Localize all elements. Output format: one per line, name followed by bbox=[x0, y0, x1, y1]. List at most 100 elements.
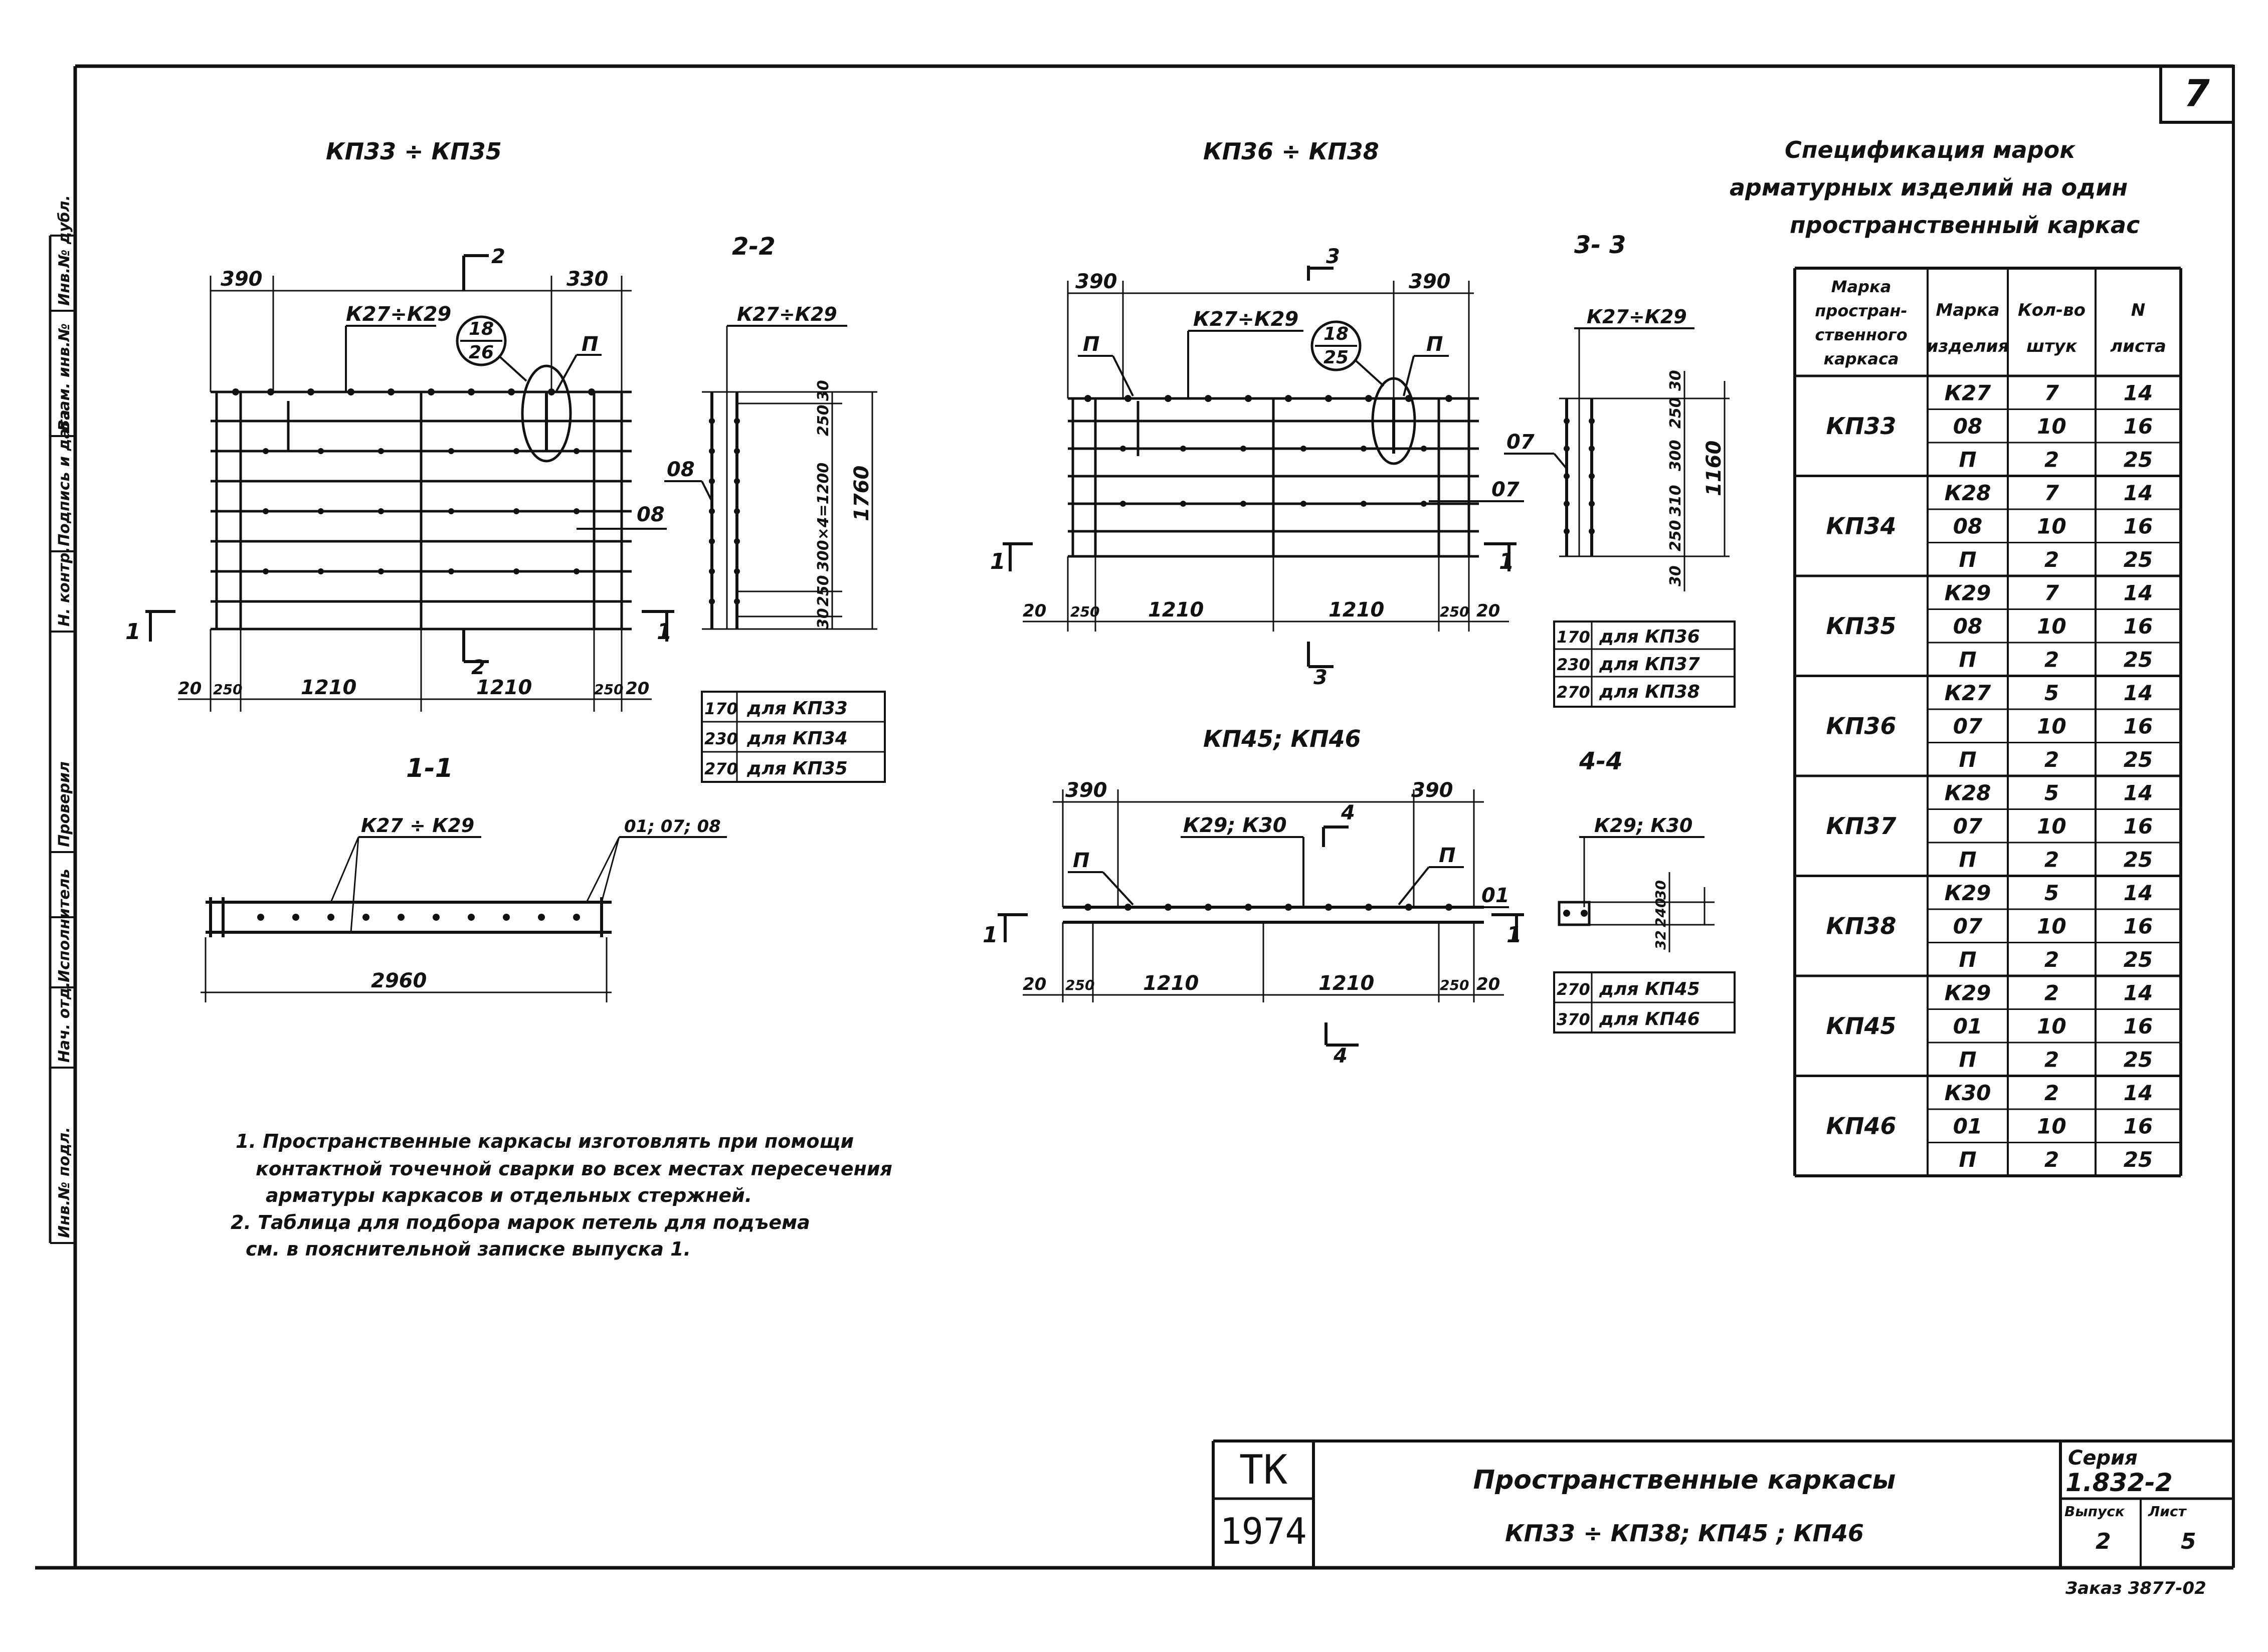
svg-text:2: 2 bbox=[491, 245, 505, 268]
table-cell: К28 bbox=[1945, 481, 1991, 505]
table-header: простран- bbox=[1815, 301, 1907, 320]
table-cell: 16 bbox=[2124, 814, 2153, 839]
svg-text:для КП33: для КП33 bbox=[746, 698, 848, 719]
svg-text:для КП34: для КП34 bbox=[746, 728, 848, 749]
note-line: см. в пояснительной записке выпуска 1. bbox=[246, 1238, 691, 1260]
table-cell: 5 bbox=[2044, 881, 2059, 905]
svg-text:для КП36: для КП36 bbox=[1599, 627, 1700, 647]
table-cell: П bbox=[1959, 448, 1976, 472]
table-header: изделия bbox=[1927, 336, 2009, 356]
table-cell: 10 bbox=[2037, 614, 2066, 639]
strip-label: Н. контр. bbox=[56, 547, 73, 627]
svg-text:1760: 1760 bbox=[850, 466, 873, 521]
svg-text:1160: 1160 bbox=[1703, 441, 1726, 496]
svg-text:30: 30 bbox=[815, 380, 832, 401]
table-cell: 16 bbox=[2124, 714, 2153, 739]
table-cell: 2 bbox=[2044, 448, 2059, 472]
table-cell: 14 bbox=[2124, 681, 2153, 705]
table-cell: 2 bbox=[2044, 547, 2059, 572]
table-cell: 2 bbox=[2044, 848, 2059, 872]
table-cell: 01 bbox=[1953, 1014, 1982, 1039]
table-cell: П bbox=[1959, 547, 1976, 572]
table-header: Марка bbox=[1831, 277, 1892, 296]
table-cell: 25 bbox=[2124, 648, 2153, 672]
table-cell: 16 bbox=[2124, 414, 2153, 439]
svg-text:250: 250 bbox=[815, 575, 832, 606]
table-cell: 2 bbox=[2044, 648, 2059, 672]
frame-callout: К27÷К29 bbox=[737, 303, 837, 325]
table-cell: 2 bbox=[2044, 1081, 2059, 1105]
table-cell: К27 bbox=[1945, 381, 1992, 405]
position-number: 18 bbox=[469, 319, 494, 339]
table-cell: 07 bbox=[1953, 914, 1983, 939]
table-cell: 10 bbox=[2037, 914, 2066, 939]
table-cell: 7 bbox=[2044, 581, 2059, 605]
position-number: 18 bbox=[1324, 324, 1349, 344]
table-cell: 10 bbox=[2037, 414, 2066, 439]
svg-text:390: 390 bbox=[1409, 270, 1451, 293]
svg-text:30: 30 bbox=[1667, 565, 1684, 586]
svg-text:250: 250 bbox=[1440, 603, 1469, 620]
sheet-number: 7 bbox=[2184, 72, 2210, 115]
loop-callout: П bbox=[1073, 849, 1089, 872]
svg-text:20: 20 bbox=[178, 679, 202, 699]
svg-text:1: 1 bbox=[983, 922, 998, 948]
svg-text:20: 20 bbox=[626, 679, 649, 699]
section-title: 2-2 bbox=[732, 233, 776, 261]
table-cell: К29 bbox=[1945, 981, 1991, 1005]
svg-text:1210: 1210 bbox=[301, 676, 356, 699]
svg-text:250: 250 bbox=[594, 681, 623, 698]
table-cell: П bbox=[1959, 1048, 1976, 1072]
rod-callout: 07 bbox=[1491, 478, 1520, 501]
svg-text:1210: 1210 bbox=[1329, 598, 1384, 622]
svg-text:1210: 1210 bbox=[1318, 972, 1374, 995]
table-cell: КП38 bbox=[1826, 912, 1896, 939]
table-cell: 2 bbox=[2044, 981, 2059, 1005]
svg-text:330: 330 bbox=[566, 268, 609, 291]
table-cell: 10 bbox=[2037, 714, 2066, 739]
frame-callout: К27 ÷ К29 bbox=[361, 814, 474, 837]
table-cell: 14 bbox=[2124, 1081, 2153, 1105]
svg-text:250: 250 bbox=[815, 404, 832, 436]
table-cell: 07 bbox=[1953, 814, 1983, 839]
table-cell: П bbox=[1959, 747, 1976, 772]
position-number: 26 bbox=[469, 342, 494, 363]
svg-text:370: 370 bbox=[1557, 1010, 1590, 1029]
table-cell: 16 bbox=[2124, 614, 2153, 639]
table-cell: 14 bbox=[2124, 981, 2153, 1005]
frame-callout: К29; К30 bbox=[1183, 814, 1287, 837]
rod-callout: 08 bbox=[667, 458, 695, 481]
drawing-subtitle: КП33 ÷ КП38; КП45 ; КП46 bbox=[1505, 1520, 1864, 1547]
table-cell: 25 bbox=[2124, 747, 2153, 772]
svg-text:270: 270 bbox=[1557, 683, 1590, 702]
table-header: ственного bbox=[1815, 325, 1907, 344]
table-cell: КП46 bbox=[1826, 1112, 1896, 1139]
table-cell: 2 bbox=[2044, 1147, 2059, 1172]
svg-text:для КП37: для КП37 bbox=[1599, 654, 1700, 675]
table-cell: 16 bbox=[2124, 514, 2153, 539]
rod-callout: 07 bbox=[1506, 431, 1535, 454]
table-cell: КП34 bbox=[1826, 512, 1896, 539]
specification: Спецификация марок арматурных изделий на… bbox=[1730, 136, 2140, 239]
svg-text:1: 1 bbox=[657, 619, 672, 645]
svg-text:230: 230 bbox=[704, 729, 738, 748]
svg-text:20: 20 bbox=[1023, 601, 1046, 621]
svg-text:для КП46: для КП46 bbox=[1599, 1009, 1700, 1029]
note-line: арматуры каркасов и отдельных стержней. bbox=[266, 1184, 752, 1206]
loop-callout: П bbox=[1426, 333, 1443, 356]
svg-text:20: 20 bbox=[1476, 974, 1500, 994]
svg-text:1: 1 bbox=[1506, 922, 1522, 948]
svg-text:32: 32 bbox=[1652, 930, 1669, 950]
table-cell: 16 bbox=[2124, 1114, 2153, 1139]
table-cell: 10 bbox=[2037, 514, 2066, 539]
frame-callout: К27÷К29 bbox=[346, 303, 451, 326]
svg-text:390: 390 bbox=[1075, 270, 1117, 293]
table-cell: 25 bbox=[2124, 547, 2153, 572]
order-stamp: Заказ 3877-02 bbox=[2065, 1578, 2206, 1598]
view-kp33-kp35: КП33 ÷ КП35 18 26 bbox=[125, 138, 674, 712]
table-cell: П bbox=[1959, 848, 1976, 872]
series-value: 1.832-2 bbox=[2065, 1468, 2173, 1497]
table-cell: К30 bbox=[1945, 1081, 1991, 1105]
table-cell: КП37 bbox=[1826, 812, 1896, 840]
loop-callout: П bbox=[1083, 333, 1099, 356]
